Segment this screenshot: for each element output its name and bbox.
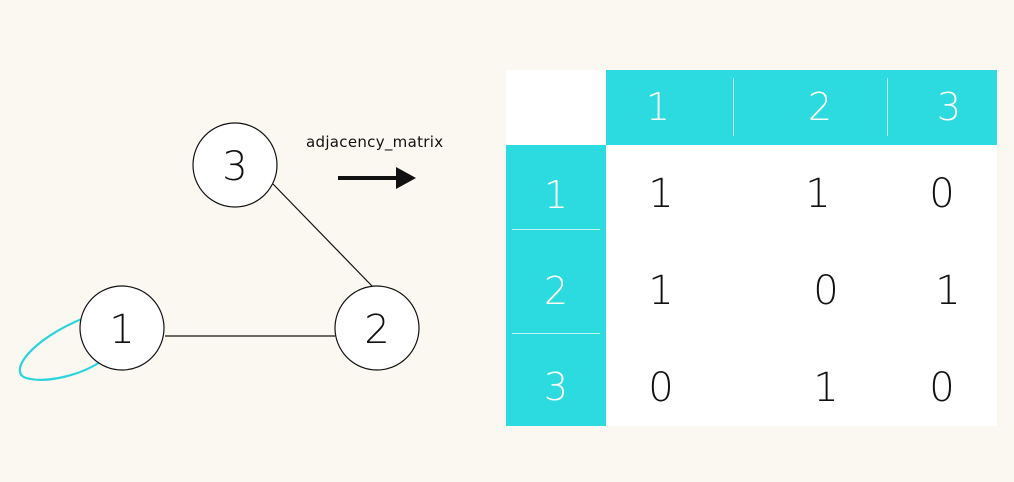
matrix-column-header-row: [606, 70, 997, 145]
matrix-cell-1-2: 1: [805, 171, 831, 217]
matrix-cell-2-2: 0: [813, 268, 839, 314]
node-3: 3: [192, 122, 278, 208]
row-header-3: 3: [543, 365, 569, 409]
matrix-corner-cell: [506, 70, 606, 145]
row-header-2: 2: [543, 269, 569, 313]
column-divider: [887, 78, 888, 136]
row-header-1: 1: [543, 173, 569, 217]
column-header-3: 3: [936, 85, 962, 129]
column-header-2: 2: [807, 85, 833, 129]
arrow-right-icon: [338, 167, 416, 189]
self-loop-1: [18, 316, 102, 381]
graph-drawing: 3 1 2: [18, 122, 420, 381]
matrix-cell-1-1: 1: [648, 171, 674, 217]
matrix-cell-3-2: 1: [813, 365, 839, 411]
row-divider: [512, 229, 600, 230]
arrow-label: adjacency_matrix: [306, 133, 444, 151]
node-1: 1: [79, 285, 165, 371]
column-header-1: 1: [645, 85, 671, 129]
node-2: 2: [334, 285, 420, 371]
row-divider: [512, 333, 600, 334]
matrix-cell-1-3: 0: [929, 171, 955, 217]
matrix-cell-3-1: 0: [648, 365, 674, 411]
matrix-body: [606, 145, 997, 426]
matrix-cell-2-3: 1: [935, 268, 961, 314]
matrix-cell-2-1: 1: [648, 268, 674, 314]
node-1-label: 1: [109, 307, 134, 353]
matrix-cell-3-3: 0: [929, 365, 955, 411]
column-divider: [733, 78, 734, 136]
node-2-label: 2: [364, 307, 389, 353]
matrix-row-header-column: [506, 145, 606, 426]
node-3-label: 3: [222, 144, 247, 190]
adjacency-matrix-table: 1 2 3 1 2 3 1 1 0 1 0 1 0 1 0: [506, 70, 997, 426]
edge-3-2: [272, 183, 373, 287]
